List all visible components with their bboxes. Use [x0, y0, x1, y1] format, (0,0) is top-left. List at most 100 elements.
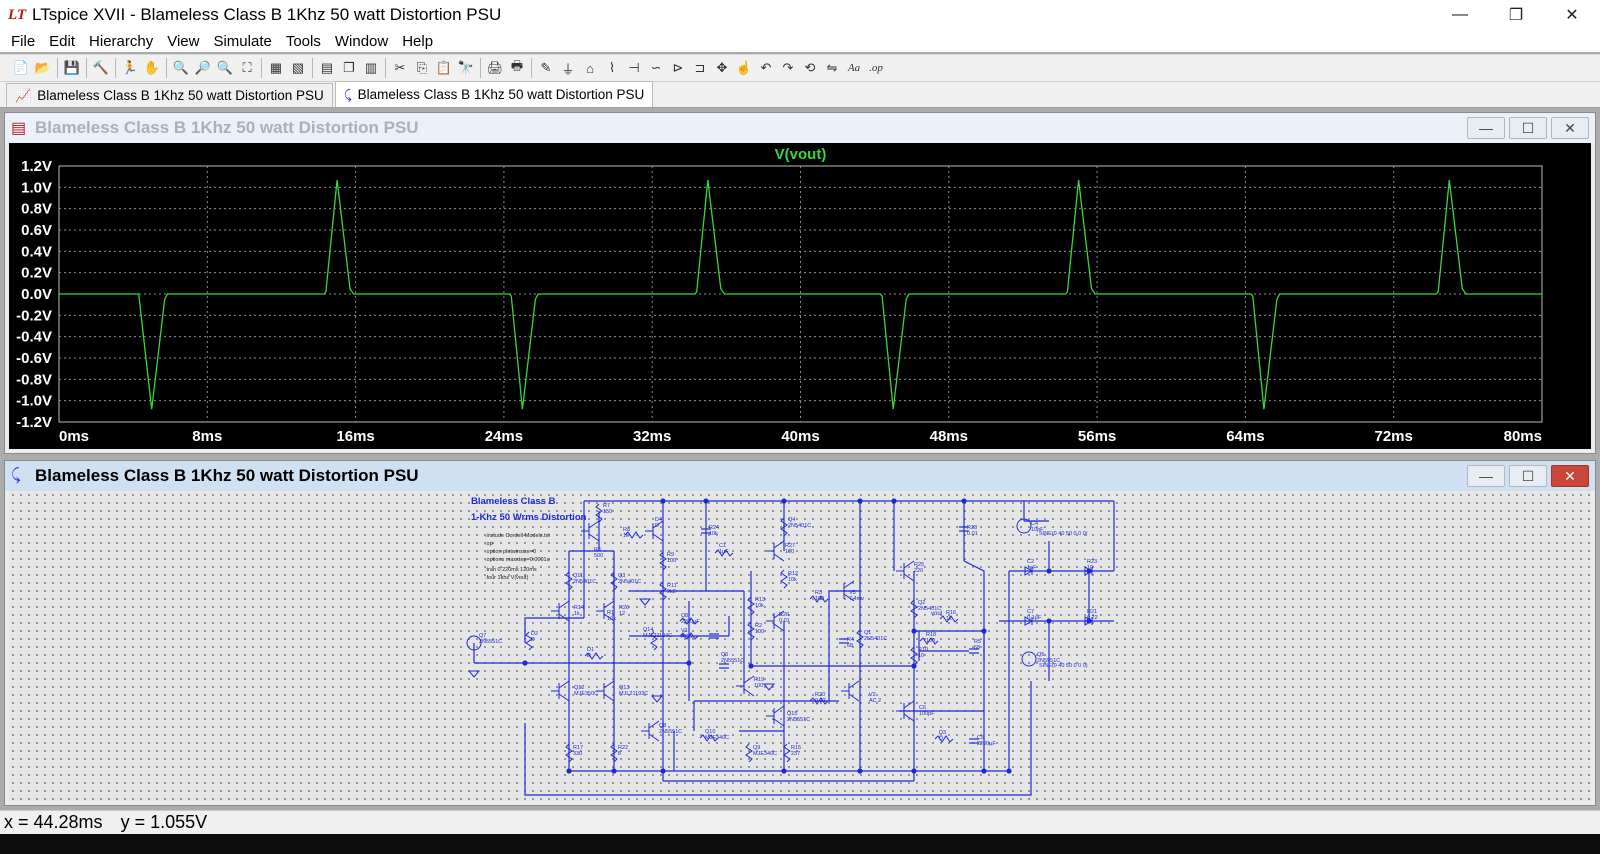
- capacitor-symbol[interactable]: [969, 648, 979, 654]
- transistor-symbol[interactable]: [896, 700, 915, 722]
- drag-icon[interactable]: ☝: [735, 60, 753, 75]
- resistor-symbol[interactable]: [610, 743, 618, 763]
- paste-icon[interactable]: 📋: [435, 60, 453, 75]
- draw-wire-icon[interactable]: ✎: [540, 60, 552, 75]
- tab-schematic[interactable]: ⤹ Blameless Class B 1Khz 50 watt Distort…: [334, 81, 654, 107]
- diode-symbol[interactable]: [1024, 566, 1034, 576]
- diode-symbol[interactable]: [1024, 616, 1034, 626]
- transistor-symbol[interactable]: [596, 680, 615, 702]
- chart-title[interactable]: V(vout): [775, 146, 827, 163]
- menu-view[interactable]: View: [167, 32, 200, 50]
- resistor-symbol[interactable]: [939, 615, 959, 623]
- resistor-symbol[interactable]: [584, 652, 604, 660]
- resistor-icon[interactable]: ⌇: [608, 60, 616, 75]
- spice-directive[interactable]: .options maxstep=0.0001u: [485, 557, 550, 563]
- zoom-in-icon[interactable]: 🔍: [172, 60, 190, 75]
- control-panel-icon[interactable]: 🔨: [92, 60, 110, 75]
- resistor-symbol[interactable]: [747, 621, 755, 641]
- resistor-symbol[interactable]: [699, 734, 719, 742]
- copy-icon[interactable]: ⎘: [416, 60, 428, 75]
- capacitor-icon[interactable]: ⊣: [628, 60, 640, 75]
- new-schematic-icon[interactable]: 📄: [12, 60, 30, 75]
- diode-symbol[interactable]: [1084, 566, 1094, 576]
- resistor-symbol[interactable]: [910, 599, 918, 619]
- redo-icon[interactable]: ↷: [782, 60, 794, 75]
- minimize-button[interactable]: —: [1467, 465, 1505, 487]
- series-line-vout[interactable]: [59, 179, 1542, 410]
- transistor-symbol[interactable]: [766, 705, 785, 727]
- resistor-symbol[interactable]: [780, 569, 788, 589]
- halt-icon[interactable]: ✋: [143, 60, 161, 75]
- capacitor-symbol[interactable]: [959, 526, 969, 532]
- capacitor-symbol[interactable]: [709, 633, 719, 639]
- text-icon[interactable]: Aa: [847, 62, 861, 74]
- transistor-symbol[interactable]: [766, 540, 785, 562]
- menu-tools[interactable]: Tools: [285, 32, 321, 50]
- capacitor-symbol[interactable]: [969, 738, 979, 744]
- voltage-source-symbol[interactable]: [1016, 518, 1032, 534]
- restore-button[interactable]: ❐: [1508, 7, 1524, 24]
- cut-icon[interactable]: ✂: [394, 60, 406, 75]
- minimize-button[interactable]: —: [1467, 117, 1505, 139]
- resistor-symbol[interactable]: [809, 697, 829, 705]
- resistor-symbol[interactable]: [856, 629, 864, 649]
- open-icon[interactable]: 📂: [34, 60, 52, 75]
- capacitor-symbol[interactable]: [719, 663, 729, 669]
- spice-directive[interactable]: .option plotwinsize=0: [485, 549, 536, 555]
- resistor-symbol[interactable]: [679, 617, 699, 625]
- transistor-symbol[interactable]: [551, 600, 570, 622]
- transistor-symbol[interactable]: [836, 580, 855, 602]
- find-icon[interactable]: 🔭: [457, 60, 475, 75]
- waveform-window-titlebar[interactable]: ▤ Blameless Class B 1Khz 50 watt Distort…: [5, 113, 1595, 143]
- resistor-symbol[interactable]: [910, 646, 918, 666]
- component-icon[interactable]: ⊐: [694, 60, 706, 75]
- run-icon[interactable]: 🏃: [121, 60, 139, 75]
- transistor-symbol[interactable]: [896, 560, 915, 582]
- transistor-symbol[interactable]: [645, 520, 664, 542]
- resistor-symbol[interactable]: [659, 581, 667, 601]
- undo-icon[interactable]: ↶: [760, 60, 772, 75]
- resistor-symbol[interactable]: [934, 735, 954, 743]
- resistor-symbol[interactable]: [919, 637, 939, 645]
- spice-directive[interactable]: .include Cordell-Models.txt: [485, 533, 550, 539]
- menu-simulate[interactable]: Simulate: [213, 32, 272, 50]
- resistor-symbol[interactable]: [595, 503, 603, 523]
- maximize-button[interactable]: ☐: [1509, 117, 1547, 139]
- minimize-button[interactable]: —: [1452, 6, 1468, 23]
- capacitor-symbol[interactable]: [701, 528, 711, 534]
- close-button[interactable]: ✕: [1565, 7, 1579, 24]
- schematic-drawing[interactable]: R7150R81kQ42N5401CC11µFR9100R112k2Q112N5…: [9, 491, 1591, 801]
- resistor-symbol[interactable]: [679, 632, 699, 640]
- autorange-icon[interactable]: ▦: [269, 60, 283, 75]
- mirror-icon[interactable]: ⇋: [826, 60, 838, 75]
- resistor-symbol[interactable]: [783, 743, 791, 763]
- label-net-icon[interactable]: ⌂: [586, 60, 594, 76]
- menu-help[interactable]: Help: [402, 32, 434, 50]
- resistor-symbol[interactable]: [624, 531, 644, 539]
- cascade-icon[interactable]: ❐: [343, 60, 355, 75]
- tile-vertical-icon[interactable]: ▥: [364, 60, 378, 75]
- menu-edit[interactable]: Edit: [49, 32, 76, 50]
- transistor-symbol[interactable]: [766, 610, 785, 632]
- menu-hierarchy[interactable]: Hierarchy: [89, 32, 154, 50]
- voltage-source-symbol[interactable]: [1021, 651, 1037, 667]
- close-button[interactable]: ✕: [1551, 465, 1589, 487]
- zoom-pan-icon[interactable]: 🔎: [194, 60, 212, 75]
- resistor-symbol[interactable]: [659, 551, 667, 571]
- ground-icon[interactable]: ⏚: [561, 61, 575, 77]
- diode-icon[interactable]: ⊳: [672, 60, 684, 75]
- schematic-window-titlebar[interactable]: ⤹ Blameless Class B 1Khz 50 watt Distort…: [5, 461, 1595, 491]
- print-setup-icon[interactable]: 🖨: [486, 60, 504, 75]
- resistor-symbol[interactable]: [714, 549, 734, 557]
- transistor-symbol[interactable]: [641, 720, 660, 742]
- save-icon[interactable]: 💾: [63, 60, 81, 75]
- transistor-symbol[interactable]: [596, 600, 615, 622]
- menu-file[interactable]: File: [11, 32, 36, 50]
- resistor-symbol[interactable]: [565, 571, 573, 591]
- spice-directive[interactable]: .four 1khz V(vout): [485, 575, 529, 581]
- resistor-symbol[interactable]: [650, 631, 658, 651]
- tab-waveform[interactable]: 📈 Blameless Class B 1Khz 50 watt Distort…: [6, 83, 333, 107]
- rotate-icon[interactable]: ⟲: [804, 60, 816, 75]
- resistor-symbol[interactable]: [525, 631, 533, 651]
